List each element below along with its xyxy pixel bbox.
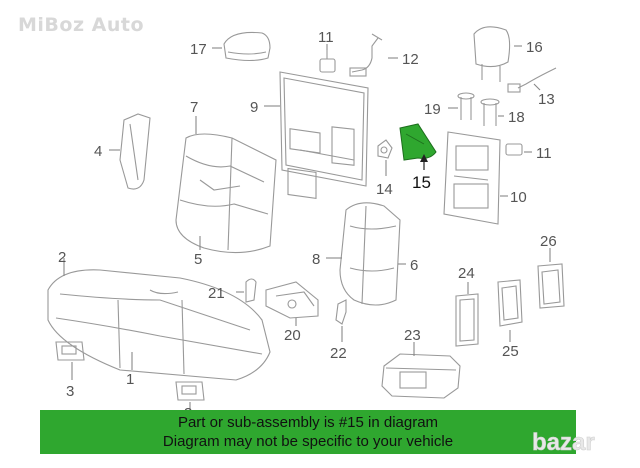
callout-2: 2 [58,249,66,266]
bazar-logo: bazar [532,429,595,457]
trim-25 [497,279,523,327]
callout-17: 17 [190,41,207,58]
callout-18: 18 [508,109,525,126]
callout-20: 20 [284,327,301,344]
callout-16: 16 [526,39,543,56]
headrest-guide-18 [480,98,500,126]
module-23 [381,353,461,399]
clip-11-top [319,50,336,73]
seat-cushion-1 [47,269,271,381]
callout-11-top: 11 [318,29,334,46]
side-cover-4 [119,113,151,190]
info-banner: Part or sub-assembly is #15 in diagram D… [40,410,576,454]
callout-4: 4 [94,143,102,160]
seatback-7 [175,133,277,254]
callout-26: 26 [540,233,557,250]
cable-12 [349,33,383,77]
callout-10: 10 [510,189,527,206]
callout-7: 7 [190,99,198,116]
seatback-panel-9 [279,71,369,200]
bracket-3-bottom [175,381,205,401]
bracket-22 [335,299,347,325]
callout-23: 23 [404,327,421,344]
callout-14: 14 [376,181,393,198]
headrest-guide-19 [457,92,475,120]
callout-25: 25 [502,343,519,360]
callout-22: 22 [330,345,347,362]
callout-3-left: 3 [66,383,74,400]
callout-21: 21 [208,285,225,302]
callout-15: 15 [412,173,431,192]
bracket-3-left [55,341,85,361]
part-15-highlight [399,123,437,170]
banner-line-1: Part or sub-assembly is #15 in diagram [177,414,439,431]
seatback-panel-10 [443,131,501,225]
callout-1: 1 [126,371,134,388]
leader-lines [63,44,551,414]
cable-13 [507,67,557,93]
clip-11-right [505,143,523,156]
headrest-16 [473,26,511,82]
callout-13: 13 [538,91,555,108]
callout-9: 9 [250,99,258,116]
bracket-14 [377,139,393,159]
callout-5: 5 [194,251,202,268]
callout-11-right: 11 [536,145,552,162]
banner-line-2: Diagram may not be specific to your vehi… [162,433,454,450]
trim-26 [537,263,565,309]
callout-24: 24 [458,265,475,282]
callout-8: 8 [312,251,320,268]
callout-12: 12 [402,51,419,68]
seatback-6 [339,202,401,306]
watermark: MiBoz Auto [18,14,144,36]
svg-text:bazar: bazar [532,429,595,456]
headrest-17 [223,31,271,62]
cover-21 [245,278,257,303]
trim-24 [455,293,479,347]
callout-6: 6 [410,257,418,274]
callout-19: 19 [424,101,441,118]
hinge-20 [265,281,319,319]
